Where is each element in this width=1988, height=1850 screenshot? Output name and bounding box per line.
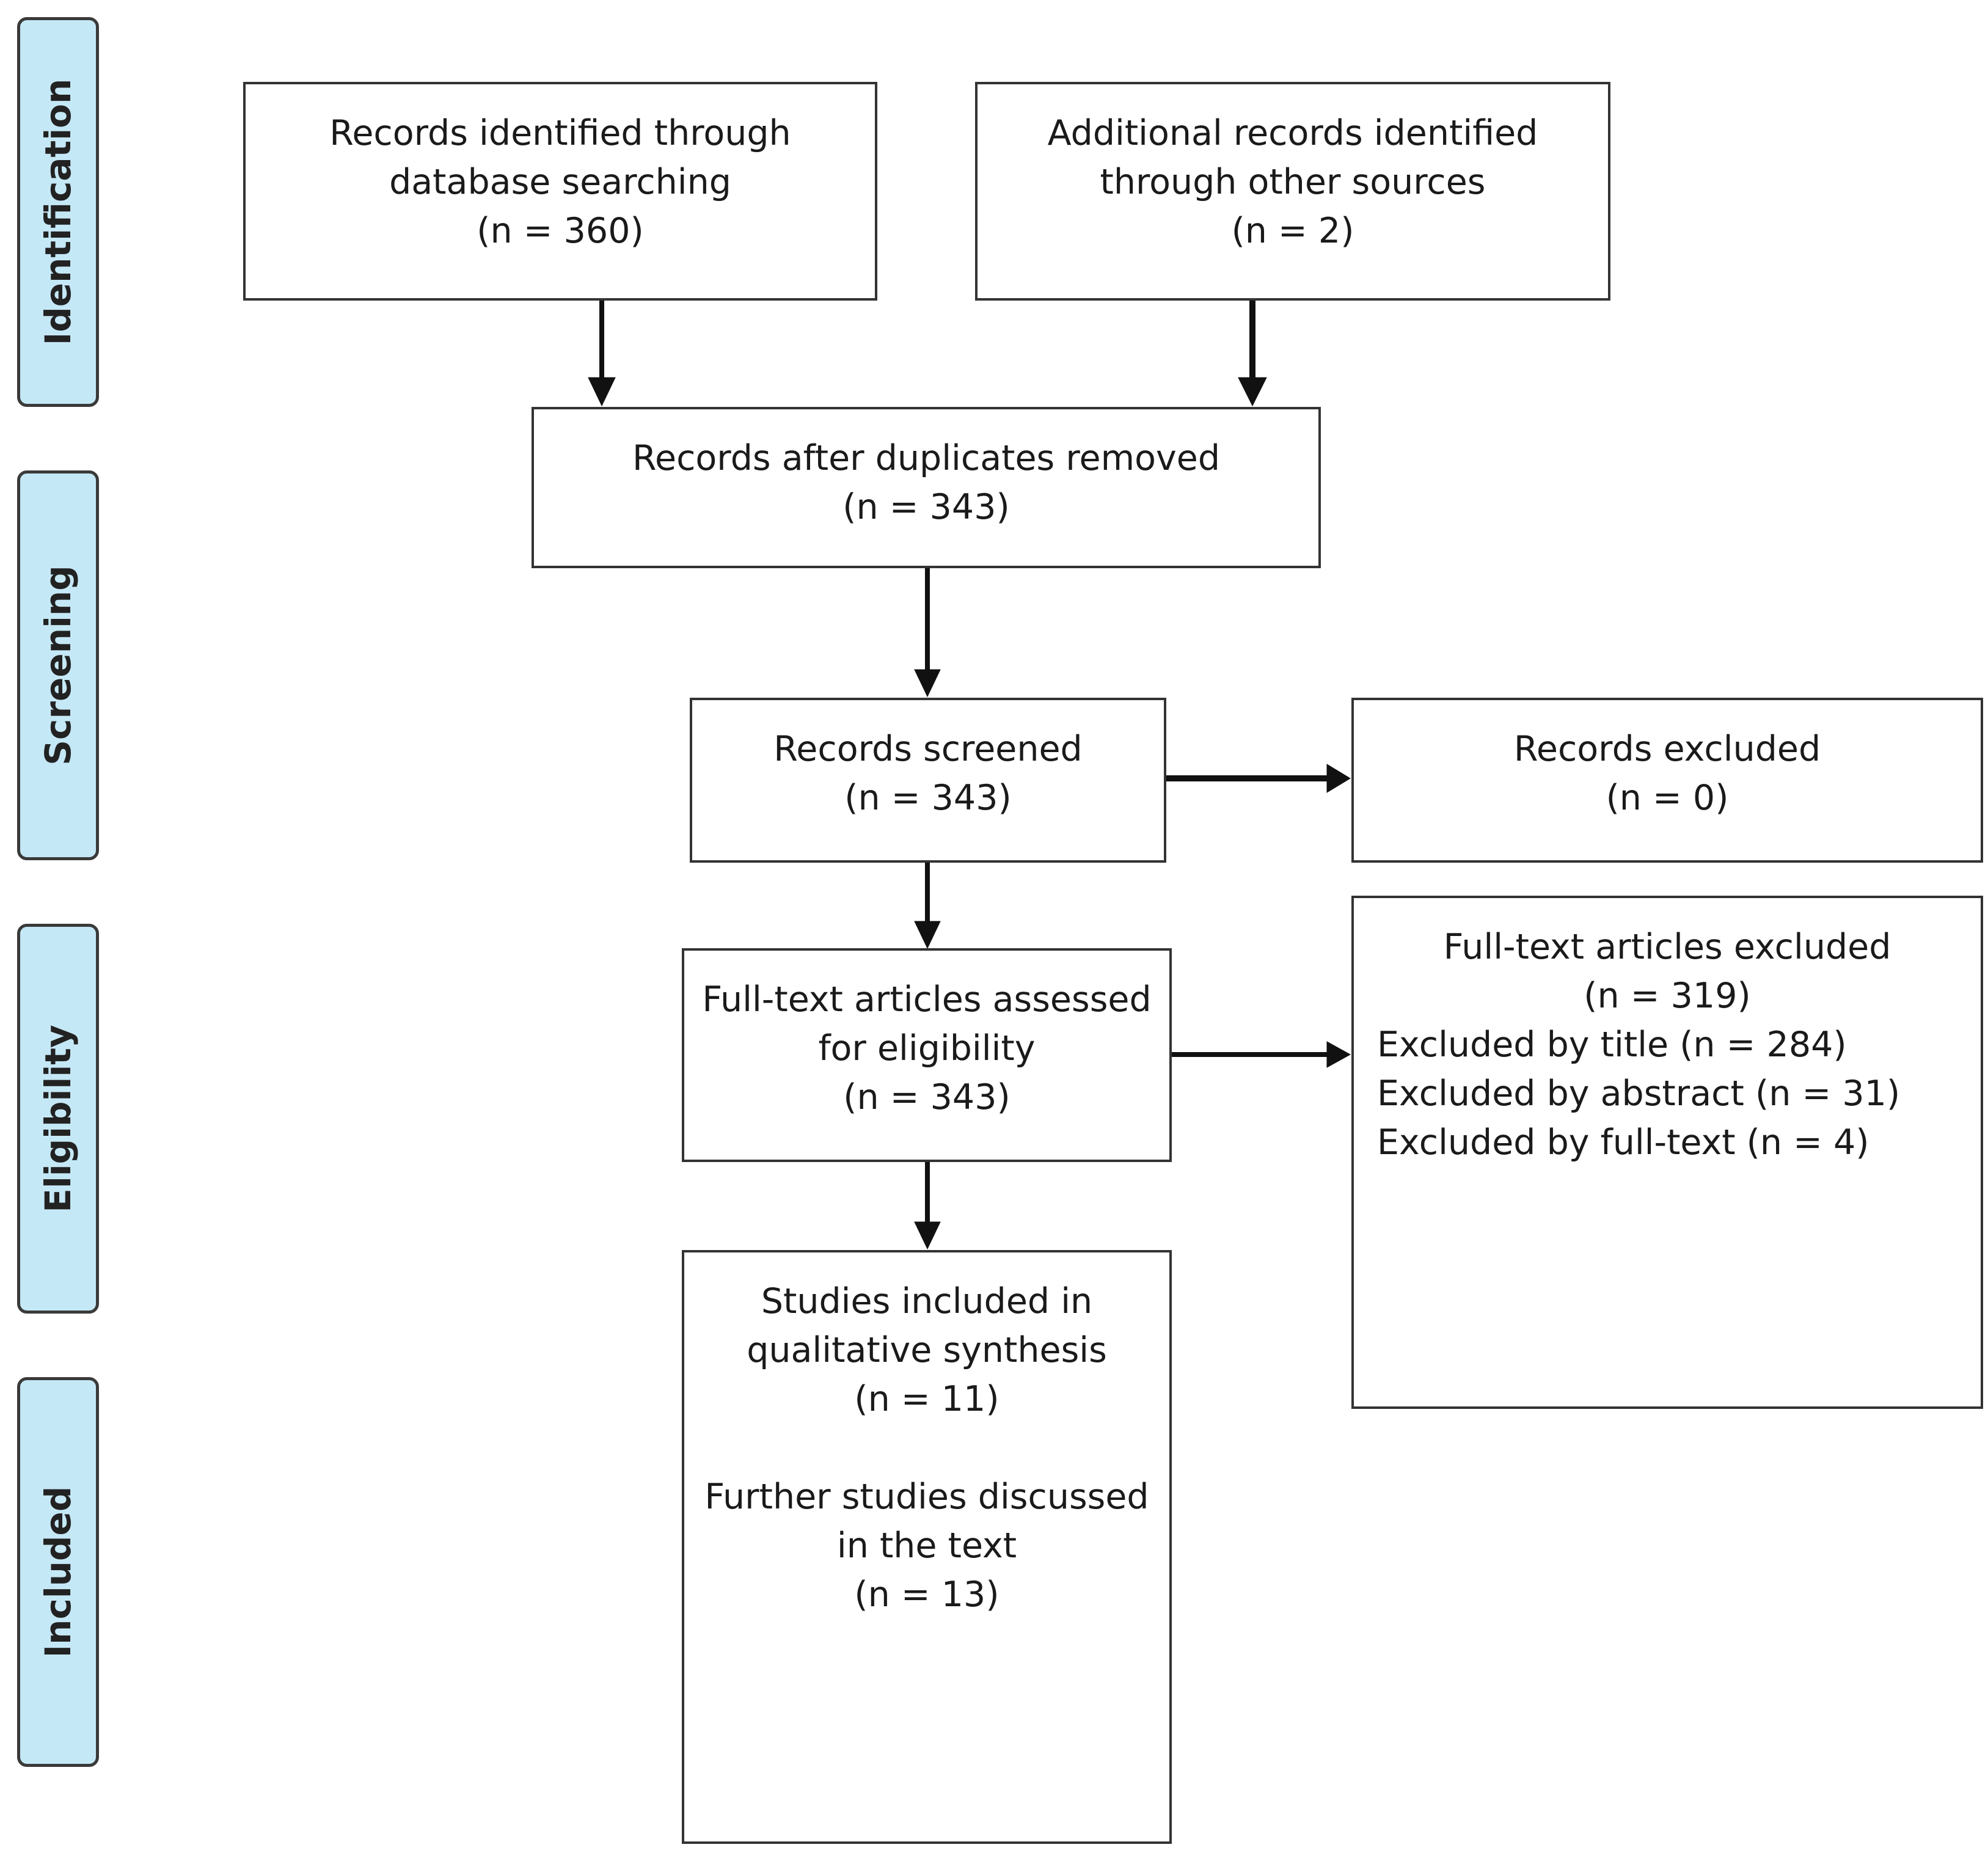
box-other-sources: Additional records identified through ot… — [975, 82, 1610, 301]
excluded-by-title: Excluded by title (n = 284) — [1377, 1025, 1847, 1065]
box-database-search: Records identified through database sear… — [243, 82, 877, 301]
arrowhead-screened-fulltext — [914, 921, 941, 949]
box-records-excluded: Records excluded (n = 0) — [1351, 698, 1983, 863]
box-full-text-assessed: Full-text articles assessed for eligibil… — [682, 948, 1172, 1162]
box-records-screened-count: (n = 343) — [844, 778, 1012, 818]
box-records-screened-line-1: Records screened — [773, 729, 1083, 769]
box-studies-included-gap — [684, 1424, 1169, 1472]
box-duplicates-removed-line-1: Records after duplicates removed — [632, 438, 1220, 478]
phase-eligibility: Eligibility — [17, 924, 99, 1314]
box-full-text-assessed-line-2: for eligibility — [818, 1028, 1036, 1069]
box-studies-included-count: (n = 11) — [854, 1379, 999, 1419]
arrowhead-other — [1238, 377, 1267, 407]
box-other-sources-count: (n = 2) — [1231, 211, 1354, 251]
box-records-excluded-line-1: Records excluded — [1513, 729, 1821, 769]
box-duplicates-removed-count: (n = 343) — [842, 487, 1010, 527]
box-full-text-assessed-count: (n = 343) — [843, 1077, 1010, 1117]
box-studies-included-line-1: Studies included in — [761, 1281, 1093, 1322]
box-further-studies-count: (n = 13) — [854, 1574, 999, 1615]
box-database-search-line-1: Records identified through — [329, 113, 791, 153]
phase-identification: Identification — [17, 17, 99, 407]
box-further-studies-line-2: in the text — [836, 1526, 1017, 1566]
box-full-text-excluded: Full-text articles excluded (n = 319) Ex… — [1351, 896, 1983, 1409]
arrowhead-fulltext-excluded — [1326, 1041, 1351, 1068]
excluded-by-full-text: Excluded by full-text (n = 4) — [1377, 1122, 1869, 1163]
box-other-sources-line-1: Additional records identified — [1047, 113, 1538, 153]
box-other-sources-line-2: through other sources — [1100, 162, 1486, 202]
box-studies-included: Studies included in qualitative synthesi… — [682, 1250, 1172, 1844]
box-duplicates-removed: Records after duplicates removed (n = 34… — [532, 407, 1321, 568]
box-records-screened: Records screened (n = 343) — [690, 698, 1166, 863]
arrowhead-fulltext-included — [914, 1221, 941, 1250]
arrowhead-screened-excluded — [1326, 764, 1351, 793]
box-full-text-excluded-count: (n = 319) — [1584, 976, 1751, 1016]
arrowhead-database — [588, 377, 616, 407]
box-database-search-line-2: database searching — [389, 162, 731, 202]
arrowhead-duplicates — [914, 669, 941, 698]
phase-included: Included — [17, 1377, 99, 1767]
box-records-excluded-count: (n = 0) — [1606, 778, 1729, 818]
box-further-studies-line-1: Further studies discussed — [704, 1477, 1149, 1517]
box-studies-included-line-2: qualitative synthesis — [747, 1330, 1107, 1370]
phase-screening: Screening — [17, 470, 99, 860]
excluded-by-abstract: Excluded by abstract (n = 31) — [1377, 1073, 1901, 1114]
box-full-text-excluded-line-1: Full-text articles excluded — [1443, 927, 1891, 967]
box-database-search-count: (n = 360) — [477, 211, 644, 251]
box-full-text-assessed-line-1: Full-text articles assessed — [702, 979, 1152, 1020]
